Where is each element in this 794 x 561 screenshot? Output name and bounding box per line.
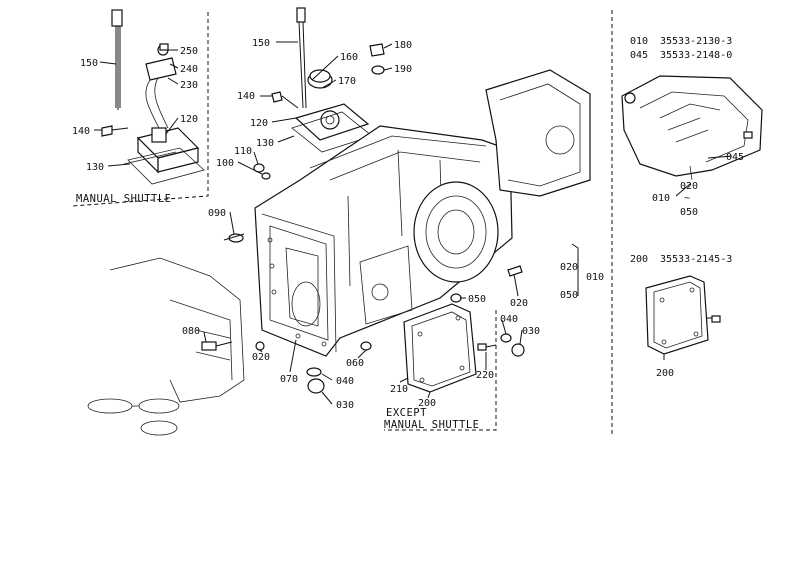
label-050-right: 050 <box>560 290 578 301</box>
small-fittings <box>223 233 525 394</box>
label-140-inset: 140 <box>72 126 90 137</box>
clutch-housing <box>485 69 591 197</box>
engine-block-outline <box>87 257 245 436</box>
label-110: 110 <box>234 146 252 157</box>
pn-code-010: 010 <box>630 36 648 47</box>
label-150-inset: 150 <box>80 58 98 69</box>
pn-code-200: 200 <box>630 254 648 265</box>
clutch-housing-detail-010 <box>621 75 763 181</box>
manual-shuttle-cover-assembly <box>101 9 205 185</box>
pn-number-045: 35533-2148-0 <box>660 50 732 61</box>
label-140: 140 <box>237 91 255 102</box>
label-210: 210 <box>390 384 408 395</box>
pn-number-200: 35533-2145-3 <box>660 254 732 265</box>
label-070: 070 <box>280 374 298 385</box>
except-manual-shuttle-bracket <box>384 310 497 431</box>
caption-except: EXCEPT <box>386 407 427 419</box>
manual-shuttle-inset-border <box>71 12 209 207</box>
upper-cover-assembly <box>253 7 385 180</box>
caption-manual-shuttle: MANUAL SHUTTLE <box>76 193 172 205</box>
label-220: 220 <box>476 370 494 381</box>
pn-code-045: 045 <box>630 50 648 61</box>
leader-lines <box>94 41 733 405</box>
label-030-mid: 030 <box>522 326 540 337</box>
callout-labels: 150 250 240 230 120 140 130 150 160 180 … <box>72 38 744 411</box>
label-020-mid: 020 <box>510 298 528 309</box>
inset-tilde: ~ <box>684 193 690 204</box>
pn-number-010: 35533-2130-3 <box>660 36 732 47</box>
part-number-list: 010 35533-2130-3 045 35533-2148-0 200 35… <box>630 36 732 265</box>
inset-label-020: 020 <box>680 181 698 192</box>
inset-label-050: 050 <box>680 207 698 218</box>
label-060: 060 <box>346 358 364 369</box>
inset-label-045: 045 <box>726 152 744 163</box>
label-170: 170 <box>338 76 356 87</box>
label-020-right: 020 <box>560 262 578 273</box>
label-200: 200 <box>418 398 436 409</box>
label-040-lower: 040 <box>336 376 354 387</box>
label-240: 240 <box>180 64 198 75</box>
label-130: 130 <box>256 138 274 149</box>
label-030-lower: 030 <box>336 400 354 411</box>
label-150: 150 <box>252 38 270 49</box>
label-080: 080 <box>182 326 200 337</box>
label-180: 180 <box>394 40 412 51</box>
label-050: 050 <box>468 294 486 305</box>
caption-except-manual-shuttle: MANUAL SHUTTLE <box>384 419 480 431</box>
label-190: 190 <box>394 64 412 75</box>
label-040-mid: 040 <box>500 314 518 325</box>
label-120: 120 <box>250 118 268 129</box>
label-130-inset: 130 <box>86 162 104 173</box>
cover-200-detail <box>645 275 721 355</box>
side-cover-200 <box>403 303 497 393</box>
label-120-inset: 120 <box>180 114 198 125</box>
label-100: 100 <box>216 158 234 169</box>
label-250: 250 <box>180 46 198 57</box>
label-230: 230 <box>180 80 198 91</box>
label-010-right: 010 <box>586 272 604 283</box>
inset-label-200: 200 <box>656 368 674 379</box>
inset-label-010: 010 <box>652 193 670 204</box>
label-090: 090 <box>208 208 226 219</box>
transmission-case-body <box>254 125 513 357</box>
label-160: 160 <box>340 52 358 63</box>
label-020-lower: 020 <box>252 352 270 363</box>
